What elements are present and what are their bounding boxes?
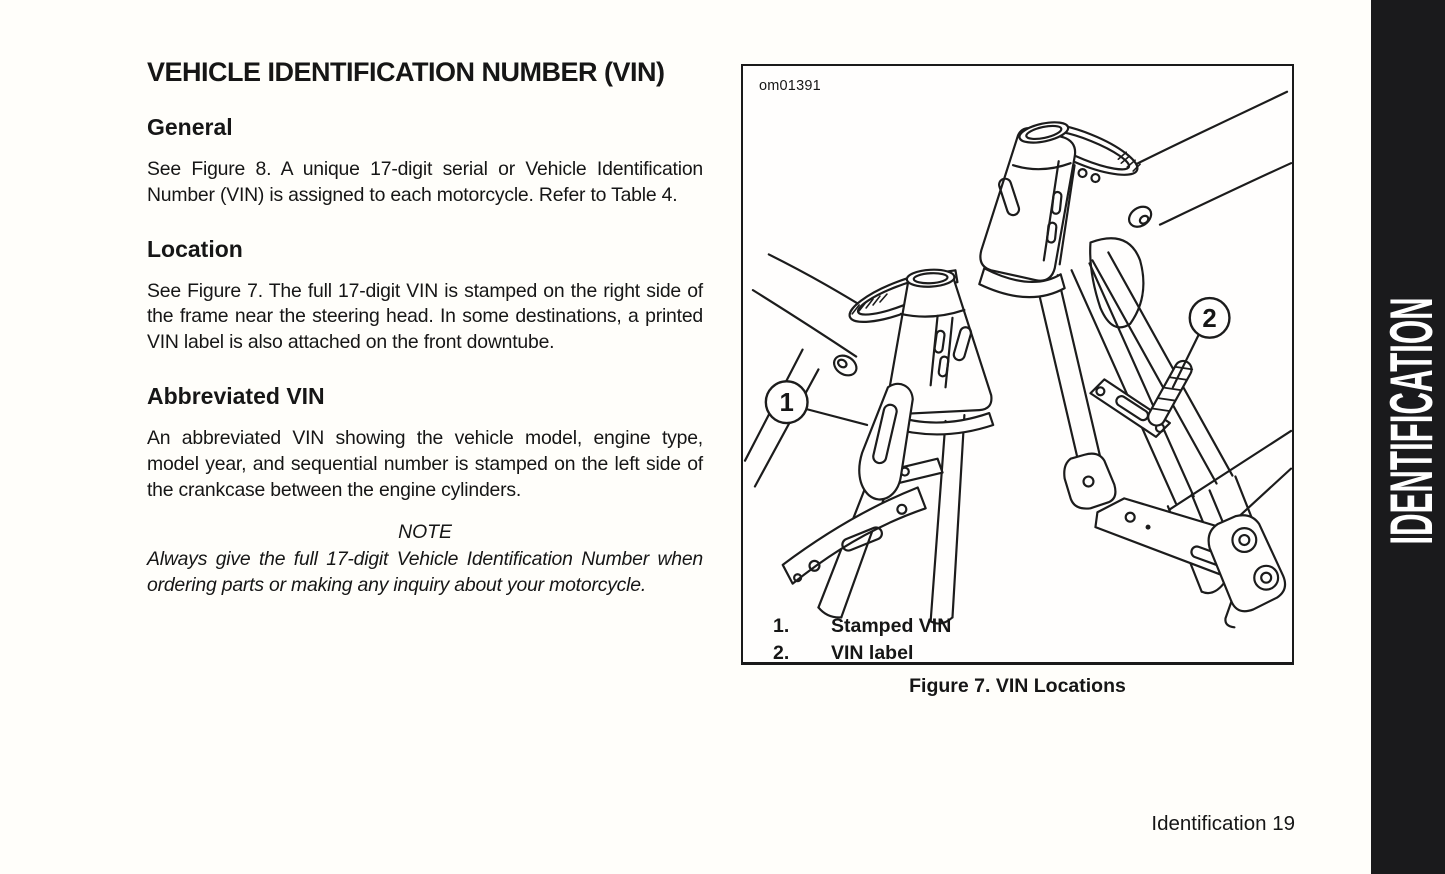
legend-label: Stamped VIN — [831, 615, 952, 637]
right-frame-assembly — [978, 90, 1292, 629]
legend-row-vin-label: 2. VIN label — [773, 640, 951, 667]
note-label: NOTE — [398, 521, 452, 544]
figure-7-vin-locations: 1 2 om01391 1. Stamped VIN 2. VIN label — [741, 64, 1294, 665]
figure-legend: 1. Stamped VIN 2. VIN label — [773, 613, 951, 667]
section-tab-bar — [1371, 0, 1445, 874]
figure-image-code: om01391 — [759, 78, 821, 94]
section-tab-label: IDENTIFICATION — [1378, 297, 1445, 545]
section-body-location: See Figure 7. The full 17-digit VIN is s… — [147, 279, 703, 354]
callout-2-digit: 2 — [1202, 305, 1216, 333]
section-heading-location: Location — [147, 235, 243, 262]
page-number: Identification 19 — [1151, 812, 1295, 835]
vin-locations-line-drawing: 1 2 — [743, 90, 1292, 629]
legend-row-stamped-vin: 1. Stamped VIN — [773, 613, 951, 640]
vin-label-patch — [1147, 359, 1194, 427]
left-frame-assembly — [743, 253, 995, 625]
section-heading-abbreviated-vin: Abbreviated VIN — [147, 382, 325, 409]
figure-caption: Figure 7. VIN Locations — [909, 675, 1126, 697]
note-body: Always give the full 17-digit Vehicle Id… — [147, 548, 703, 597]
article-column: VEHICLE IDENTIFICATION NUMBER (VIN) Gene… — [147, 57, 703, 599]
legend-label: VIN label — [831, 642, 914, 664]
section-heading-general: General — [147, 114, 233, 140]
callout-1-digit: 1 — [780, 389, 794, 417]
legend-number: 1. — [773, 615, 790, 637]
section-body-general: See Figure 8. A unique 17-digit serial o… — [147, 158, 703, 206]
legend-number: 2. — [773, 642, 790, 664]
callout-1: 1 — [764, 380, 869, 427]
callout-2: 2 — [1171, 296, 1231, 389]
section-body-abbreviated-vin: An abbreviated VIN showing the vehicle m… — [147, 426, 703, 501]
page-title: VEHICLE IDENTIFICATION NUMBER (VIN) — [147, 57, 665, 87]
